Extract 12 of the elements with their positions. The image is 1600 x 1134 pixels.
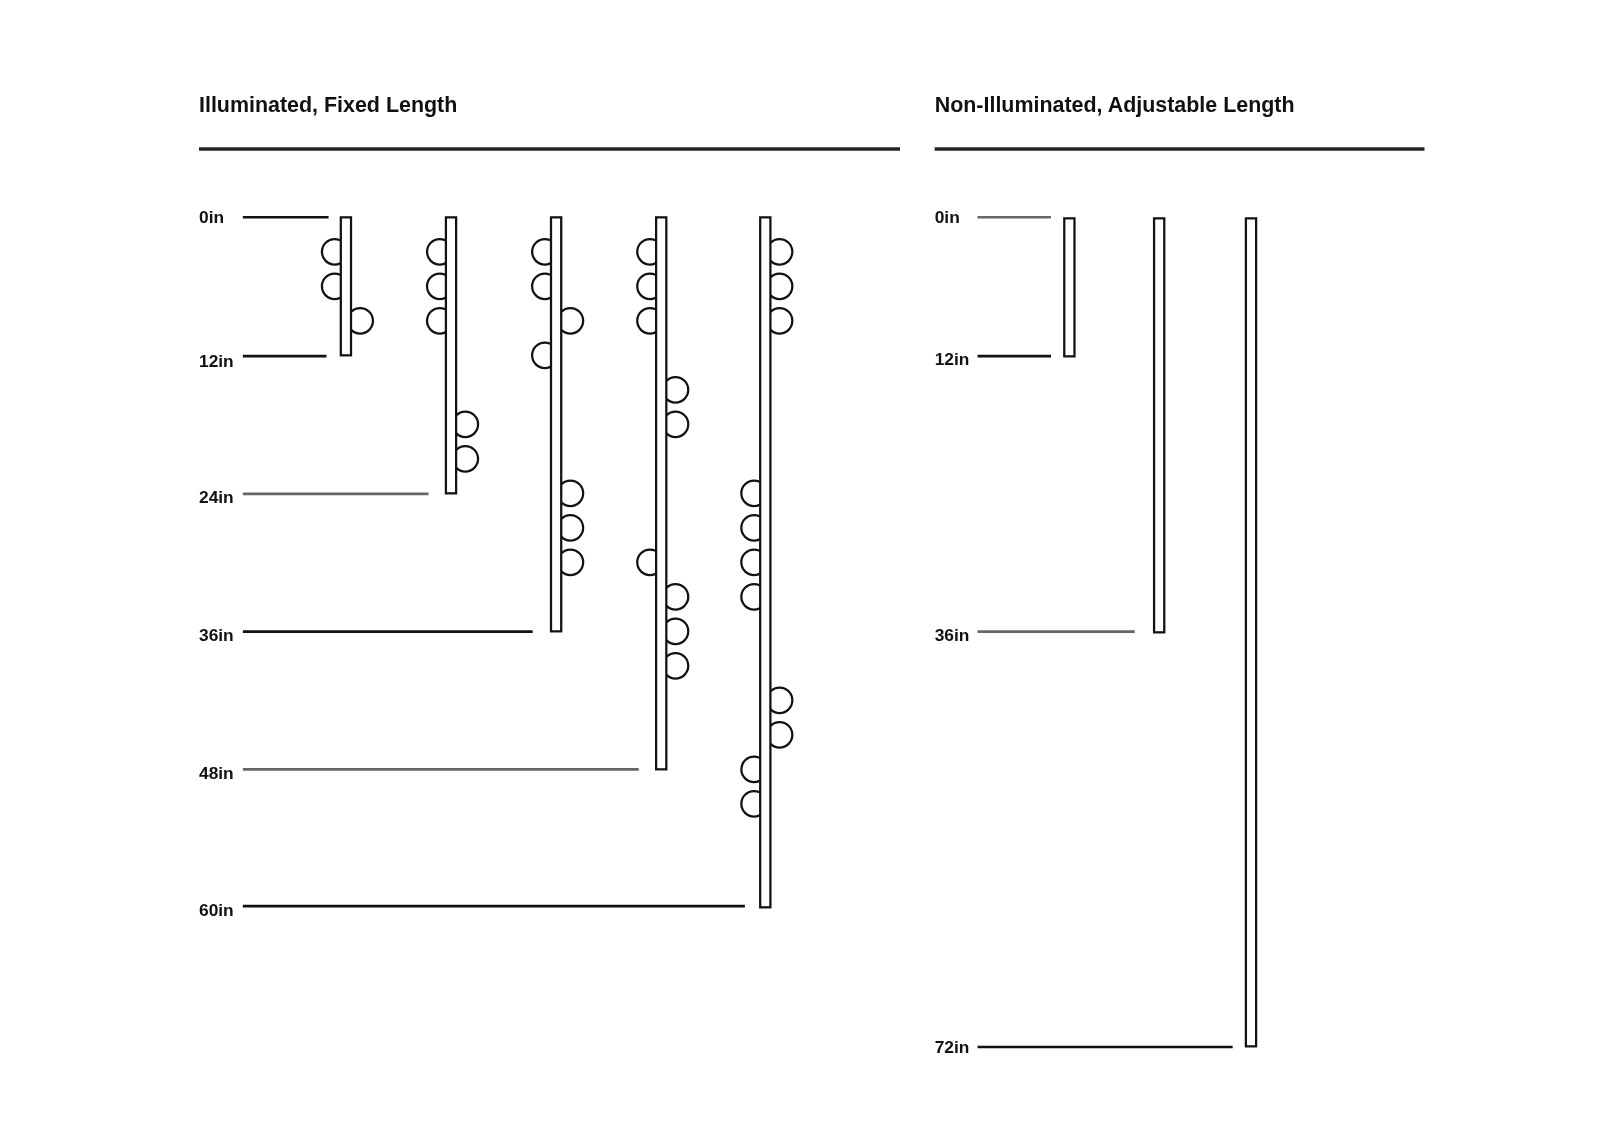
section-heading: Non-Illuminated, Adjustable Length (934, 93, 1295, 116)
dimension-label: 36in (934, 626, 970, 644)
dimension-label: 12in (934, 351, 970, 369)
dimension-label: 12in (199, 353, 234, 371)
dimension-label: 0in (199, 209, 225, 227)
dimension-label: 72in (934, 1038, 970, 1057)
dimension-label: 60in (199, 902, 234, 920)
dimension-label: 24in (199, 488, 234, 507)
dimension-label: 36in (199, 626, 234, 644)
section-heading: Illuminated, Fixed Length (199, 93, 458, 116)
dimension-label: 48in (199, 764, 234, 782)
dimension-label: 0in (934, 209, 960, 227)
